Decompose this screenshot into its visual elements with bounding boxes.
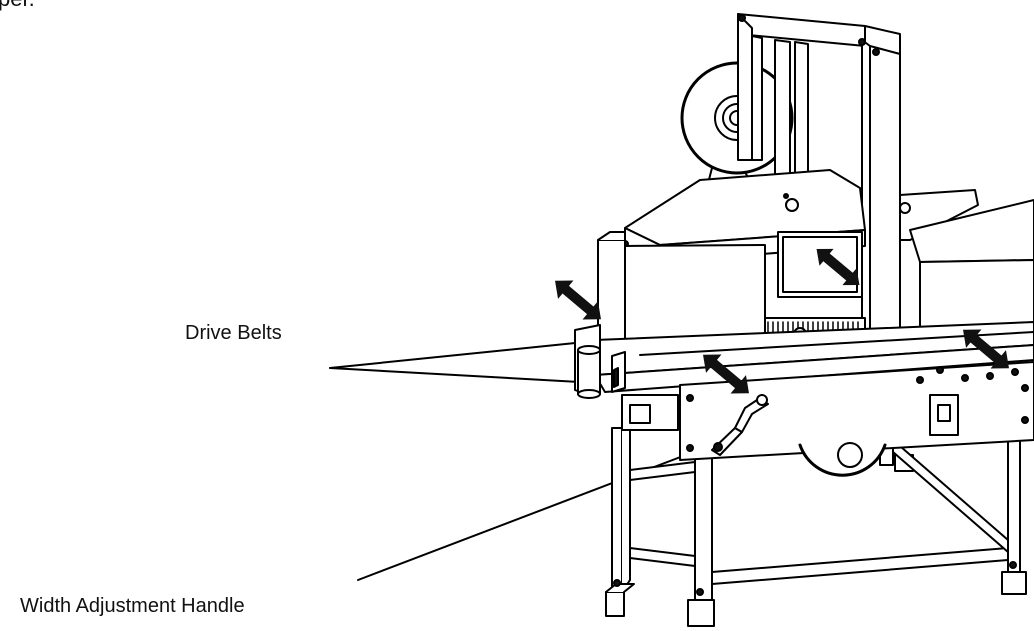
arrow-left-conveyor: [703, 354, 749, 394]
left-motor: [574, 324, 601, 399]
upper-mast-frame: [737, 13, 901, 363]
left-belt-guard: [611, 351, 626, 393]
drive-belts-label: Drive Belts: [185, 322, 282, 344]
switch-box: [929, 394, 959, 436]
caption-fragment: per.: [0, 0, 35, 12]
arrow-left-top: [555, 280, 601, 320]
arrow-center-window: [816, 248, 860, 286]
left-drive-box: [597, 231, 863, 346]
left-lower-box: [621, 394, 679, 431]
arrow-right-conveyor: [963, 329, 1009, 369]
width-adjustment-handle-label: Width Adjustment Handle: [20, 595, 245, 617]
right-side-cover: [899, 189, 1034, 263]
adjustment-arrows: [555, 248, 1009, 394]
leader-line-belt-upper: [329, 341, 586, 369]
lower-tape-roll: [798, 442, 887, 477]
leader-line-belt-lower: [329, 367, 616, 385]
width-adjustment-crank: [711, 394, 769, 456]
